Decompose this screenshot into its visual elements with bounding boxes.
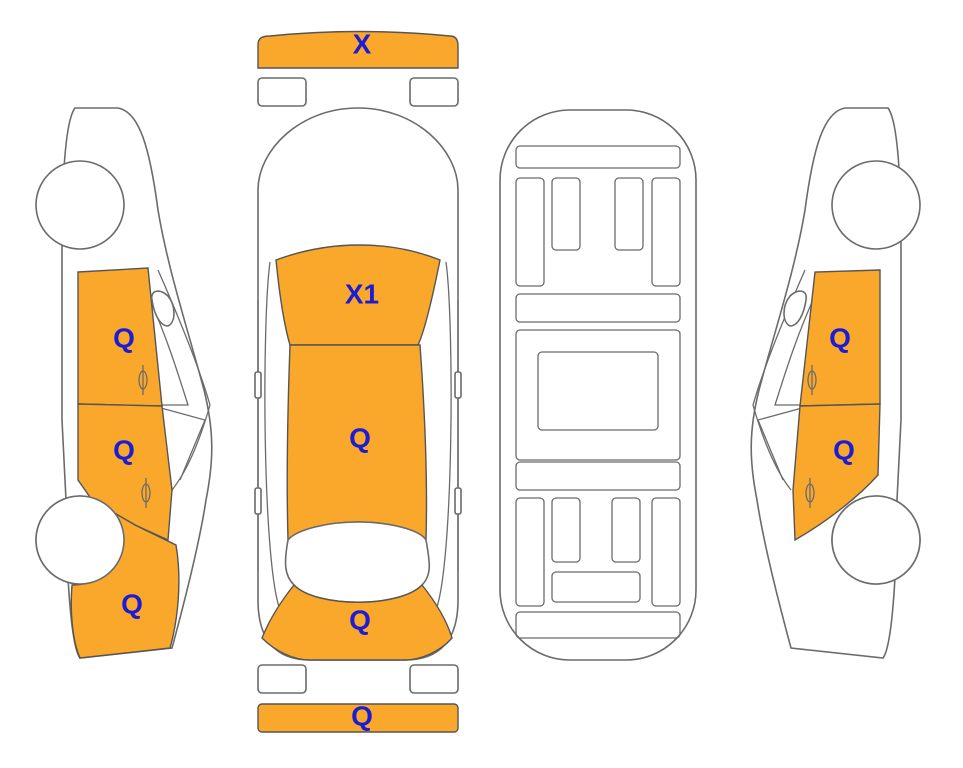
front-left-light <box>257 77 307 107</box>
roof-code: Q <box>349 422 371 453</box>
front-bumper-panel <box>257 30 459 69</box>
left-front-door-handle-icon <box>138 365 148 395</box>
hood-panel <box>275 244 441 346</box>
left-rear-quarter-code: Q <box>121 588 143 619</box>
rear-left-light <box>257 664 307 694</box>
right-front-door-handle-icon <box>807 365 817 395</box>
rear-right-light <box>409 664 459 694</box>
left-front-door-code: Q <box>113 322 135 353</box>
left-mirror <box>150 290 175 327</box>
right-side-view <box>750 107 921 659</box>
left-rear-door-handle-icon <box>141 478 151 508</box>
damage-code-labels: X X1 Q Q Q Q Q Q Q Q <box>113 28 855 731</box>
right-rear-door-handle-icon <box>805 478 815 508</box>
front-bumper-code: X <box>353 28 372 59</box>
left-side-window-line <box>157 269 211 491</box>
top-view <box>254 30 462 733</box>
right-front-wheel <box>831 160 921 250</box>
trunk-code: Q <box>349 604 371 635</box>
left-side-view <box>35 107 213 659</box>
front-right-light <box>409 77 459 107</box>
trunk-panel <box>261 583 453 661</box>
rear-bumper-panel <box>257 703 459 733</box>
left-front-wheel <box>35 160 125 250</box>
right-rear-door-panel <box>792 403 881 542</box>
right-mirror <box>783 290 808 327</box>
underside-outline <box>499 109 697 661</box>
right-rear-door-code: Q <box>833 434 855 465</box>
left-rear-door-code: Q <box>113 434 135 465</box>
right-front-door-code: Q <box>829 322 851 353</box>
hood-code: X1 <box>345 278 379 309</box>
rear-bumper-code: Q <box>351 700 373 731</box>
rear-glass <box>284 521 431 603</box>
underside-view <box>499 109 697 661</box>
